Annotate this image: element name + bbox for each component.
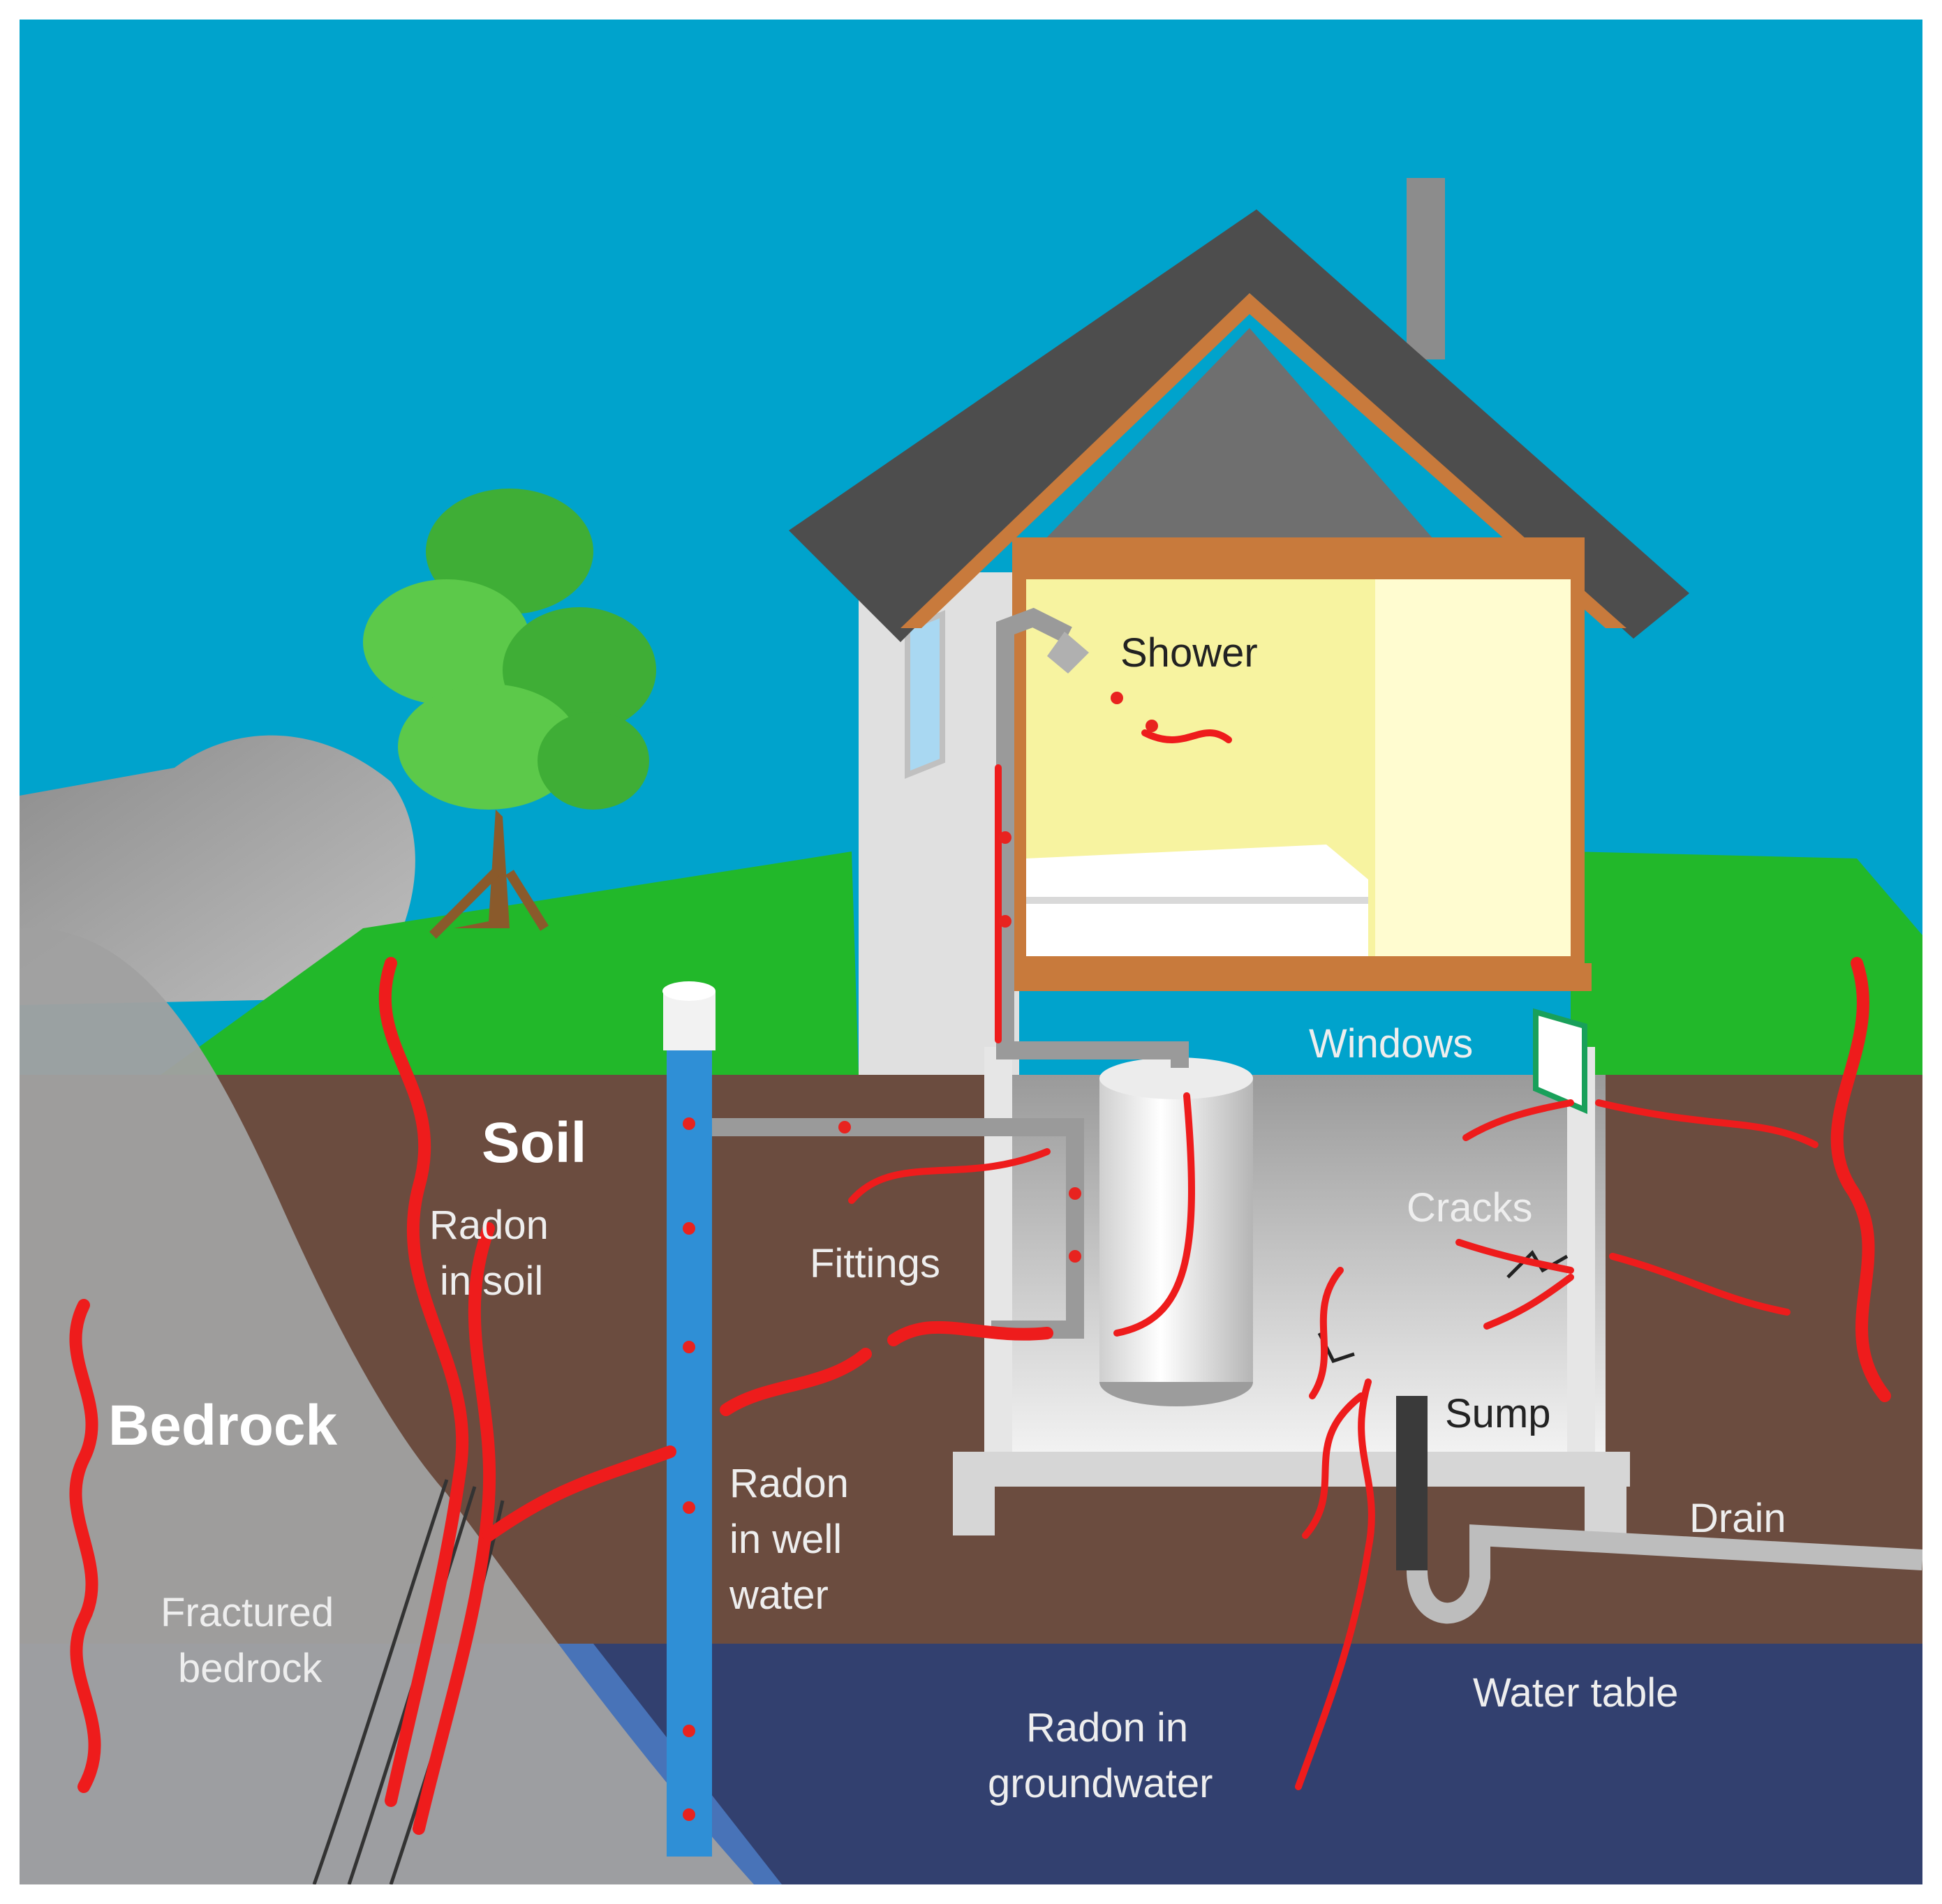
label-drain: Drain: [1689, 1496, 1786, 1541]
background-rock: [20, 735, 415, 1005]
label-soil: Soil: [482, 1111, 586, 1175]
chimney: [1407, 178, 1445, 359]
label-radon-in-groundwater-2: groundwater: [988, 1761, 1213, 1806]
sump-pipe-icon: [1396, 1396, 1428, 1570]
label-radon-in-soil-1: Radon: [429, 1203, 549, 1248]
label-windows: Windows: [1309, 1021, 1473, 1066]
grass-right: [1571, 851, 1922, 1078]
well-cap-icon: [662, 981, 716, 1050]
tree-icon: [363, 489, 656, 939]
label-radon-in-well-water-1: Radon: [729, 1461, 849, 1506]
water-heater-icon: [1099, 1057, 1253, 1406]
label-fittings: Fittings: [810, 1241, 940, 1286]
label-sump: Sump: [1445, 1391, 1551, 1436]
label-radon-in-well-water-3: water: [729, 1572, 829, 1618]
label-cracks: Cracks: [1407, 1185, 1532, 1230]
shower-head-icon: [1047, 632, 1089, 674]
label-fractured-bedrock-1: Fractured: [161, 1590, 334, 1635]
label-shower: Shower: [1120, 630, 1258, 676]
label-radon-in-soil-2: in soil: [440, 1258, 543, 1304]
label-radon-in-groundwater-1: Radon in: [1026, 1705, 1188, 1750]
fracture-line: [312, 1479, 449, 1884]
house-icon: [789, 209, 1689, 1535]
label-radon-in-well-water-2: in well: [729, 1517, 842, 1562]
radon-arrows: [69, 692, 1891, 1835]
label-fractured-bedrock-2: bedrock: [178, 1646, 323, 1691]
drain-pipe-icon: [1407, 1524, 1922, 1624]
label-water-table: Water table: [1473, 1670, 1678, 1716]
bedrock: [20, 928, 754, 1884]
label-bedrock: Bedrock: [108, 1394, 338, 1457]
